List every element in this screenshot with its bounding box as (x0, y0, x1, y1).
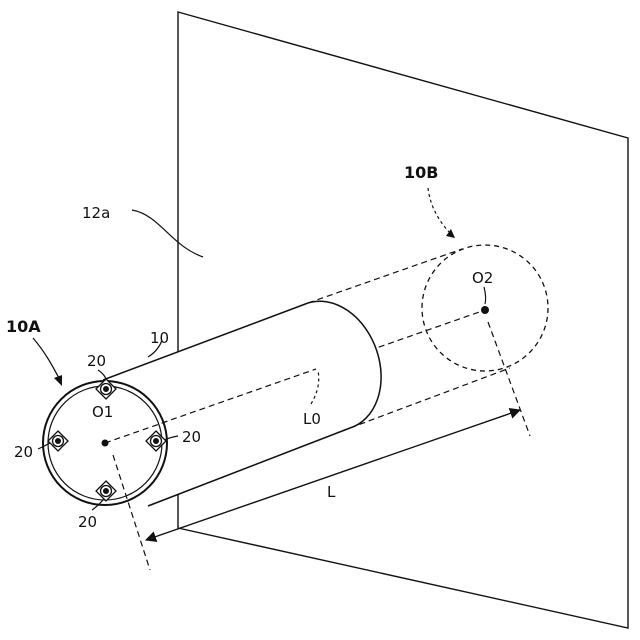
center-point-o2 (481, 306, 489, 314)
leader-10a (33, 338, 60, 380)
label-wall-12a: 12a (82, 204, 110, 222)
label-end-10a: 10A (6, 317, 41, 336)
center-point-o1 (102, 440, 109, 447)
label-length-l: L (327, 483, 336, 501)
label-sensor-top: 20 (87, 352, 106, 370)
label-sensor-right: 20 (182, 428, 201, 446)
label-pipe-10: 10 (150, 329, 169, 347)
leader-20-top (98, 370, 106, 380)
label-center-o1: O1 (92, 403, 113, 421)
label-end-10b: 10B (404, 163, 438, 182)
label-sensor-bottom: 20 (78, 513, 97, 531)
label-center-o2: O2 (472, 269, 493, 287)
wall-plane (178, 12, 628, 628)
label-sensor-left: 20 (14, 443, 33, 461)
leader-10a-arrowhead (54, 375, 62, 386)
label-axis-l0: L0 (303, 410, 321, 428)
